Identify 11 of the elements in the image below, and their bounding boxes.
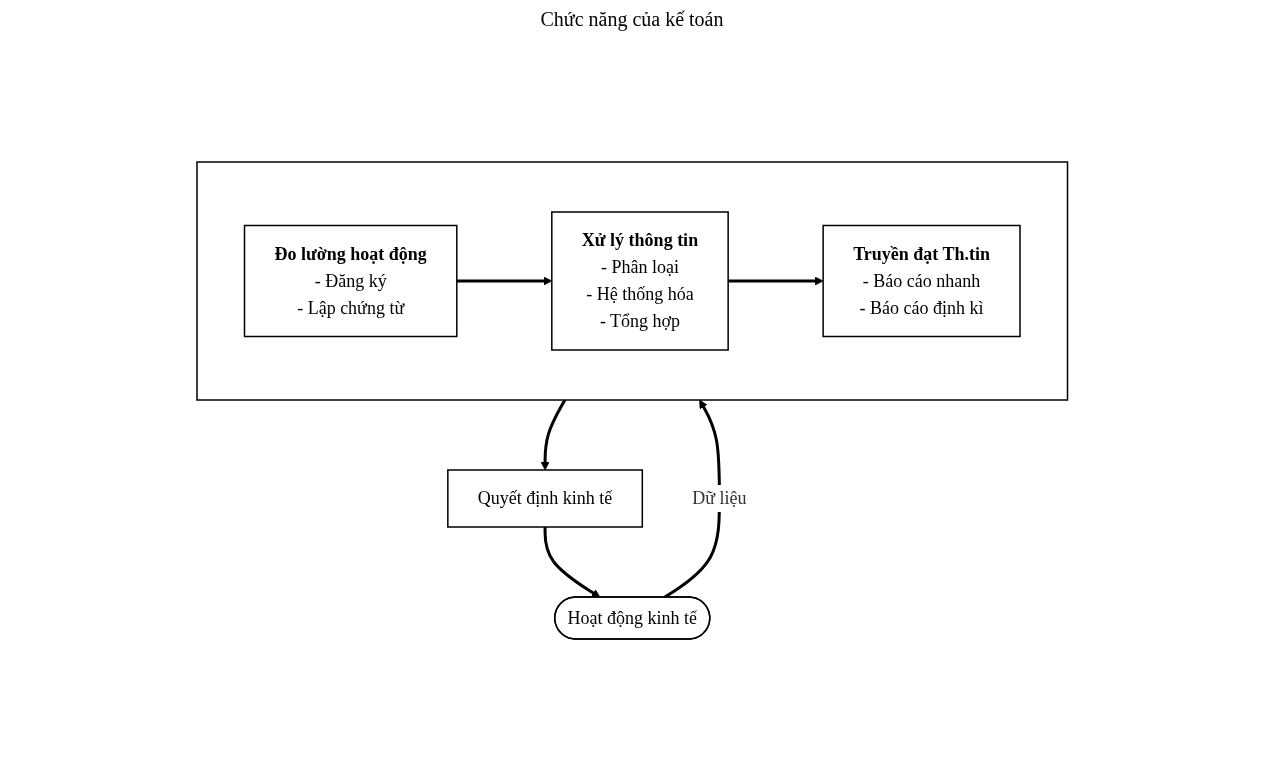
arrow: [456, 276, 552, 285]
node-box: Quyết định kinh tế: [446, 468, 643, 528]
node-box: Truyền đạt Th.tin - Báo cáo nhanh - Báo cáo định kì: [822, 224, 1021, 337]
arrow: [663, 399, 721, 598]
node-box: Xử lý thông tin - Phân loại - Hệ thống hóa - Tổng hợp: [550, 210, 729, 351]
diagram-title: Chức năng của kế toán: [539, 8, 725, 31]
node-box: Đo lường hoạt động - Đăng ký - Lập chứng từ: [243, 224, 458, 337]
arrow: [543, 526, 601, 598]
cluster: [196, 160, 1068, 401]
arrow: [540, 398, 566, 470]
edge-label: Dữ liệu: [692, 487, 747, 508]
